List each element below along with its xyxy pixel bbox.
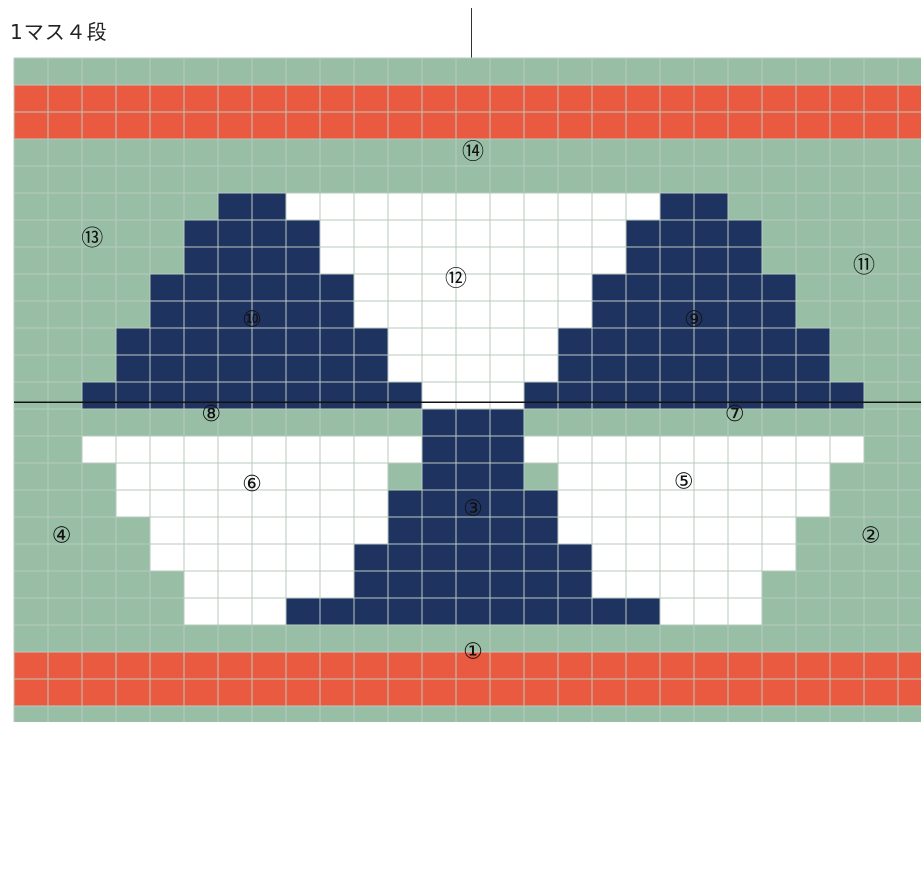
white-block xyxy=(388,328,558,355)
white-block xyxy=(184,571,354,598)
navy-block xyxy=(422,463,524,490)
section-label: ① xyxy=(463,640,483,665)
section-label: ⑤ xyxy=(674,469,694,494)
section-label: ⑬ xyxy=(81,226,103,251)
section-label: ⑪ xyxy=(853,253,875,278)
white-block xyxy=(286,193,660,220)
white-block xyxy=(354,301,592,328)
white-block xyxy=(354,274,592,301)
section-label: ⑦ xyxy=(725,402,745,427)
navy-block xyxy=(422,436,524,463)
section-label: ⑥ xyxy=(242,472,262,497)
navy-block xyxy=(286,598,660,625)
section-label: ③ xyxy=(463,496,483,521)
navy-block xyxy=(422,409,524,436)
section-label: ⑩ xyxy=(242,307,262,332)
section-label: ④ xyxy=(52,523,72,548)
section-label: ② xyxy=(861,523,881,548)
white-block xyxy=(422,382,524,409)
white-block xyxy=(320,220,626,247)
white-block xyxy=(184,598,286,625)
section-label: ⑫ xyxy=(445,267,467,292)
section-label: ⑭ xyxy=(462,140,484,165)
white-block xyxy=(320,247,626,274)
navy-block xyxy=(354,544,592,571)
white-block xyxy=(388,355,558,382)
section-label: ⑧ xyxy=(201,402,221,427)
navy-block xyxy=(354,571,592,598)
white-block xyxy=(592,571,762,598)
white-block xyxy=(558,517,796,544)
white-block xyxy=(660,598,762,625)
white-block xyxy=(150,517,388,544)
section-label: ⑨ xyxy=(684,307,704,332)
